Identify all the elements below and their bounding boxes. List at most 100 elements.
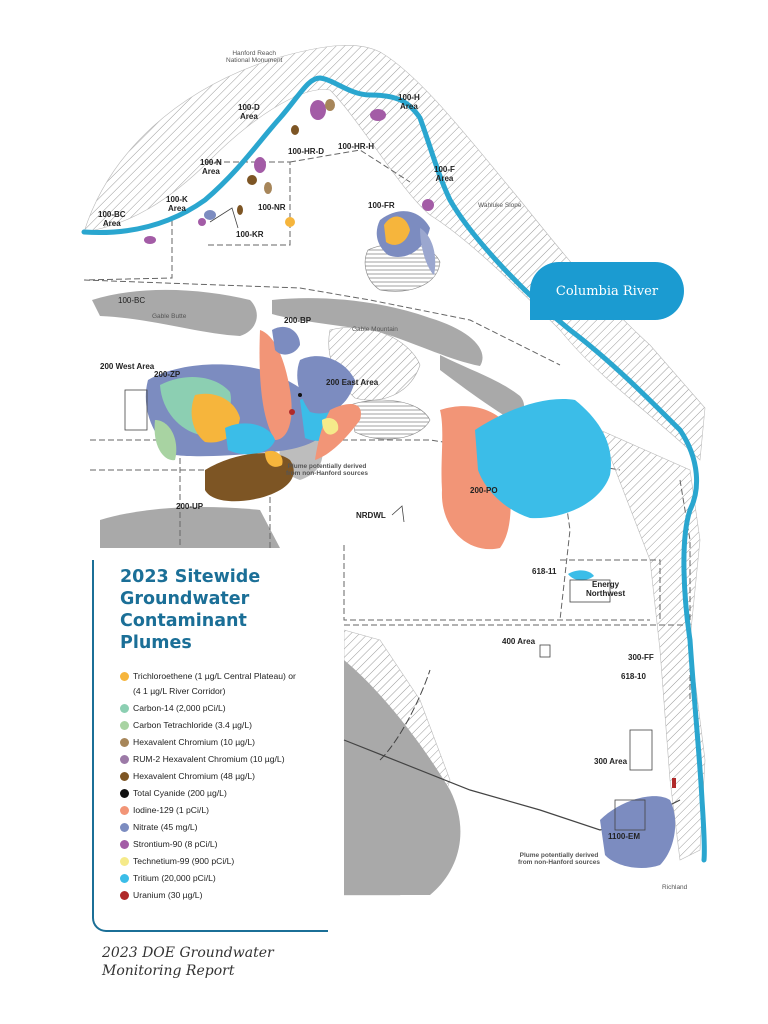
legend-swatch: [120, 721, 129, 730]
east-bank-hatch: [599, 429, 706, 861]
nrdwl-label: NRDWL: [356, 511, 386, 520]
north-monument-hatch: [83, 45, 706, 461]
area-100n-line-2: Area: [202, 167, 220, 176]
site-618-11-label: 618-11: [532, 567, 557, 576]
zp-ct-plume: [154, 420, 177, 461]
east-nitrate-plume: [297, 356, 355, 414]
columbia-river: [81, 75, 707, 863]
uranium-300-spot: [672, 778, 676, 788]
legend-swatch: [120, 857, 129, 866]
ff-300-label: 300-FF: [628, 653, 654, 662]
zp-label: 200-ZP: [154, 370, 181, 379]
fr-tce-plume: [384, 216, 410, 245]
river-corridor-plumes: [144, 99, 434, 244]
hanford-reach-line-2: National Monument: [226, 57, 283, 64]
uranium-spot: [289, 409, 295, 415]
plume-note-1-line-1: Plume potentially derived: [287, 463, 367, 470]
area-100bc-line-2: Area: [102, 219, 121, 228]
hanford-reach-label: Hanford Reach National Monument: [226, 50, 282, 64]
south-ridge-terrain: [100, 507, 280, 548]
legend-item-label: Carbon Tetrachloride (3.4 µg/L): [133, 720, 252, 730]
area-100k-line-1: 100-K: [166, 195, 188, 204]
legend-item: Hexavalent Chromium (48 µg/L): [120, 768, 330, 785]
up-label: 200-UP: [176, 502, 204, 511]
plume-note-2-line-1: Plume potentially derived: [519, 852, 599, 859]
legend-item-label: Strontium-90 (8 pCi/L): [133, 839, 218, 849]
report-title-line-1: 2023 DOE Groundwater: [102, 945, 274, 961]
area-100h-label: 100-H Area: [398, 93, 420, 111]
area-100h-line-1: 100-H: [398, 93, 420, 102]
area-100bc-line-1: 100-BC: [98, 210, 126, 219]
bc-label: 100-BC: [118, 296, 146, 305]
area-100n-line-1: 100-N: [200, 158, 222, 167]
legend-title: 2023 Sitewide Groundwater Contaminant Pl…: [120, 567, 261, 653]
legend-item-label: Nitrate (45 mg/L): [133, 822, 198, 832]
gable-butte-label: Gable Butte: [152, 313, 187, 320]
legend-swatch: [120, 755, 129, 764]
legend-swatch: [120, 823, 129, 832]
area-100h-line-2: Area: [400, 102, 418, 111]
plume-note-1: Plume potentially derived from non-Hanfo…: [286, 463, 368, 477]
plume-note-2: Plume potentially derived from non-Hanfo…: [518, 852, 600, 866]
legend-item: Carbon Tetrachloride (3.4 µg/L): [120, 717, 330, 734]
area-100d-line-1: 100-D: [238, 103, 260, 112]
legend-item-label: Uranium (30 µg/L): [133, 890, 203, 900]
hanford-reach-line-1: Hanford Reach: [232, 50, 277, 57]
fr-label: 100-FR: [368, 201, 395, 210]
legend-item: Uranium (30 µg/L): [120, 887, 330, 904]
legend-swatch: [120, 891, 129, 900]
legend-item-label: Hexavalent Chromium (48 µg/L): [133, 771, 255, 781]
po-label: 200-PO: [470, 486, 498, 495]
plume-note-2-line-2: from non-Hanford sources: [518, 859, 600, 866]
area-100k-line-2: Area: [168, 204, 186, 213]
area-100d-line-2: Area: [240, 112, 258, 121]
legend-item: Trichloroethene (1 µg/L Central Plateau)…: [120, 668, 330, 685]
kr-label: 100-KR: [236, 230, 264, 239]
energy-northwest-line-1: Energy: [592, 580, 620, 589]
gable-mountain-terrain: [272, 298, 483, 366]
legend-swatch: [120, 738, 129, 747]
road: [379, 669, 431, 761]
area-100f-line-2: Area: [435, 174, 454, 183]
west-tritium-plume: [225, 423, 275, 455]
bp-label: 200-BP: [284, 316, 312, 325]
legend-item-label: Technetium-99 (900 pCi/L): [133, 856, 235, 866]
nr-label: 100-NR: [258, 203, 286, 212]
legend-item-label: Total Cyanide (200 µg/L): [133, 788, 227, 798]
legend-item-label: Tritium (20,000 pCi/L): [133, 873, 216, 883]
bp-plume: [272, 326, 300, 355]
legend-item: Tritium (20,000 pCi/L): [120, 870, 330, 887]
legend-panel: 2023 Sitewide Groundwater Contaminant Pl…: [92, 560, 328, 932]
area-100d-label: 100-D Area: [238, 103, 260, 121]
legend-item-label: Carbon-14 (2,000 pCi/L): [133, 703, 226, 713]
east-area-label: 200 East Area: [326, 378, 379, 387]
legend-item: RUM-2 Hexavalent Chromium (10 µg/L): [120, 751, 330, 768]
rattlesnake-terrain: [344, 660, 461, 895]
legend-item: Hexavalent Chromium (10 µg/L): [120, 734, 330, 751]
em-1100-label: 1100-EM: [608, 832, 641, 841]
legend-item-label: Iodine-129 (1 pCi/L): [133, 805, 209, 815]
report-title-line-2: Monitoring Report: [102, 963, 235, 979]
area-100bc-label: 100-BC Area: [98, 210, 126, 228]
gable-butte-terrain: [92, 289, 257, 336]
west-iodine-plume: [259, 330, 292, 440]
west-area-label: 200 West Area: [100, 362, 155, 371]
hr-d-label: 100-HR-D: [288, 147, 325, 156]
site-618-10-label: 618-10: [621, 672, 646, 681]
legend-item: (4 1 µg/L River Corridor): [120, 683, 330, 700]
legend-swatch: [120, 789, 129, 798]
area-300-label: 300 Area: [594, 757, 628, 766]
fr-tail: [420, 228, 436, 275]
richland-label: Richland: [662, 884, 688, 891]
columbia-river-badge: Columbia River: [530, 262, 684, 320]
legend-swatch: [120, 806, 129, 815]
legend-item-label: RUM-2 Hexavalent Chromium (10 µg/L): [133, 754, 285, 764]
wahluke-slope-label: Wahluke Slope: [478, 202, 522, 209]
legend-item: Technetium-99 (900 pCi/L): [120, 853, 330, 870]
legend-item-label: Hexavalent Chromium (10 µg/L): [133, 737, 255, 747]
em-nitrate-plume: [600, 796, 676, 869]
cyanide-spot: [298, 393, 302, 397]
area-100f-line-1: 100-F: [434, 165, 455, 174]
area-100n-label: 100-N Area: [200, 158, 222, 176]
